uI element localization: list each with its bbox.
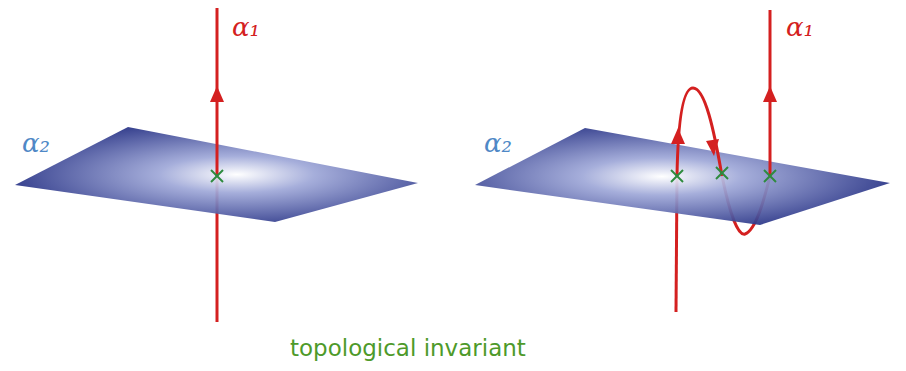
arrowhead [763, 86, 777, 102]
left-figure [15, 8, 418, 322]
arrowhead [706, 139, 719, 156]
caption: topological invariant [290, 337, 526, 360]
alpha1-label: α₁ [232, 14, 260, 40]
alpha2-label: α₂ [22, 130, 50, 156]
right-figure [475, 10, 890, 312]
arrowhead [671, 128, 685, 144]
alpha2-label: α₂ [484, 130, 512, 156]
alpha1-label: α₁ [786, 14, 814, 40]
plane-alpha2 [475, 128, 890, 225]
intersection-cross [671, 167, 776, 182]
intersection-cross [211, 170, 223, 182]
arrowhead [210, 86, 224, 102]
curve-alpha1-loop [677, 88, 722, 176]
